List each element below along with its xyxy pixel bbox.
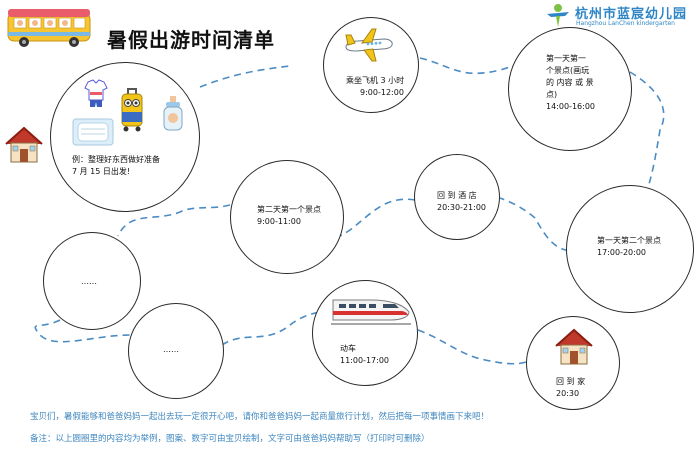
stop-text: 第二天第一个景点 9:00-11:00 [257, 204, 321, 228]
stop-line: …… [163, 345, 179, 354]
stop-line: 回 到 酒 店 [437, 191, 477, 200]
stop-line: 个景点(画玩 [546, 66, 590, 75]
stop-line: 7 月 15 日出发! [72, 167, 131, 176]
stop-blank-2 [128, 303, 224, 399]
stop-line: 20:30 [556, 389, 580, 398]
school-bus-icon [4, 3, 96, 49]
school-logo-icon [545, 2, 571, 28]
home-icon [552, 324, 596, 368]
bullet-train-icon [331, 294, 411, 330]
stop-blank-1 [43, 232, 141, 330]
stop-line: 11:00-17:00 [340, 356, 389, 365]
stop-text: …… [81, 276, 97, 288]
stop-train [312, 280, 418, 386]
house-icon [2, 122, 46, 166]
face-mask-icon [71, 117, 115, 147]
baby-bottle-icon [160, 94, 186, 132]
stop-text: 动车 11:00-17:00 [340, 343, 389, 367]
school-name-en: Hangzhou LanChen kindergarten [576, 20, 675, 27]
stop-day1-spot1 [508, 27, 632, 151]
suitcase-icon [119, 88, 145, 132]
stop-text: …… [163, 344, 179, 356]
stop-line: 第二天第一个景点 [257, 205, 321, 214]
note-intro: 宝贝们，暑假能够和爸爸妈妈一起出去玩一定很开心吧，请你和爸爸妈妈一起商量旅行计划… [30, 412, 490, 422]
stop-line: 20:30-21:00 [437, 203, 486, 212]
stop-line: 回 到 家 [556, 377, 586, 386]
school-name: 杭州市蓝宸幼儿园 [575, 7, 688, 22]
stop-line: 第一天第一 [546, 54, 586, 63]
page-title: 暑假出游时间清单 [107, 28, 275, 52]
clothes-icon [82, 78, 110, 108]
stop-line: 第一天第二个景点 [597, 236, 661, 245]
stop-line: 例：整理好东西做好准备 [72, 155, 160, 164]
stop-line: 动车 [340, 344, 356, 353]
stop-text: 回 到 家 20:30 [556, 376, 585, 400]
stop-line: 9:00-11:00 [257, 217, 301, 226]
note-remark: 备注：以上圆圈里的内容均为举例，图案、数字可由宝贝绘制，文字可由爸爸妈妈帮助写（… [30, 434, 430, 444]
stop-hotel [414, 154, 500, 240]
stop-line: 乘坐飞机 3 小时 [346, 76, 405, 85]
stop-line: 14:00-16:00 [546, 102, 595, 111]
stop-text: 例：整理好东西做好准备 7 月 15 日出发! [72, 154, 160, 178]
stop-line: 17:00-20:00 [597, 248, 646, 257]
stop-text: 第一天第二个景点 17:00-20:00 [597, 235, 661, 259]
stop-text: 第一天第一 个景点(画玩 的 内容 或 景 点) 14:00-16:00 [546, 53, 595, 113]
airplane-icon [342, 27, 394, 63]
stop-line: 9:00-12:00 [360, 88, 404, 97]
stop-line: …… [81, 277, 97, 286]
stop-line: 的 内容 或 景 [546, 78, 594, 87]
stop-text: 乘坐飞机 3 小时 9:00-12:00 [346, 75, 404, 99]
stop-line: 点) [546, 90, 558, 99]
stop-text: 回 到 酒 店 20:30-21:00 [437, 190, 486, 214]
stop-day1-spot2 [566, 185, 694, 313]
stop-day2-spot1 [230, 160, 344, 274]
